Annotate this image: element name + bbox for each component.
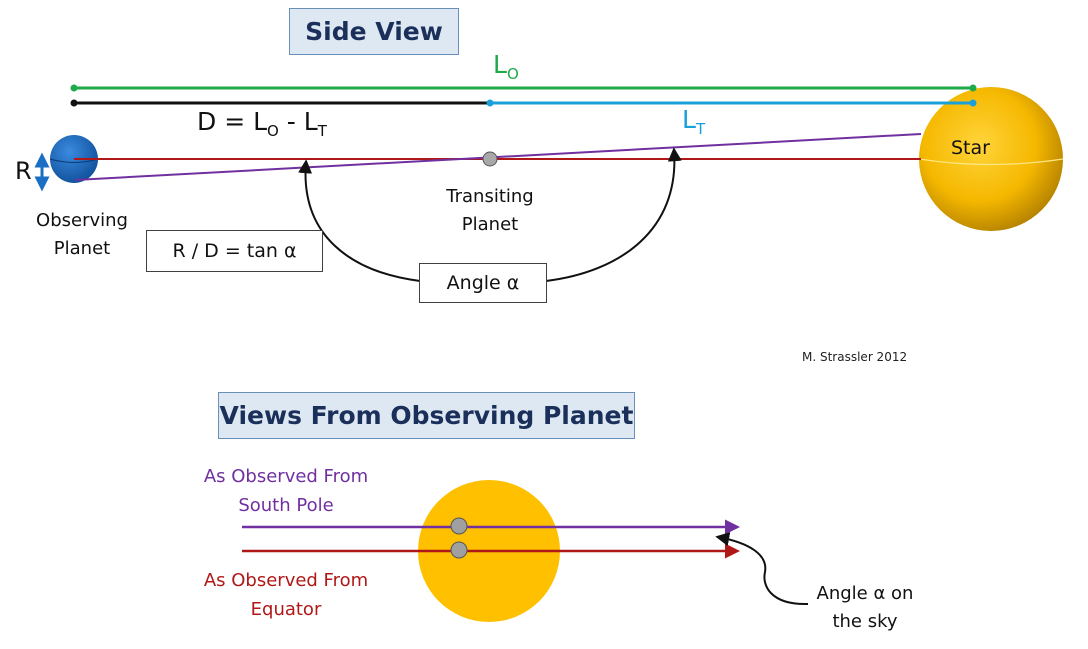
r-label: R: [15, 157, 32, 185]
transiting-planet-south-pole-view: [450, 517, 468, 535]
transiting-planet-label: Transiting Planet: [446, 186, 534, 235]
star-sphere: [919, 87, 1063, 231]
star-equator-line: [918, 158, 1064, 166]
equator-label: As Observed From Equator: [203, 570, 369, 620]
views-title: Views From Observing Planet: [218, 392, 635, 439]
d-equation: D = LO - LT: [197, 107, 327, 140]
south-pole-label: As Observed From South Pole: [203, 466, 369, 516]
sky-angle-label: Angle α on the sky: [816, 583, 914, 632]
lo-line-start-dot: [70, 84, 78, 92]
angle-arrow-right: [545, 147, 682, 282]
lt-line-start-dot: [486, 99, 494, 107]
angle-box: Angle α: [419, 263, 547, 303]
south-pole-sight-line: [74, 133, 922, 181]
d-line-start-dot: [70, 99, 78, 107]
lo-label: LO: [493, 50, 519, 83]
lt-line-end-dot: [969, 99, 977, 107]
observing-planet-equator: [49, 158, 99, 163]
observing-planet-label: Observing Planet: [36, 210, 128, 259]
star-label: Star: [951, 137, 990, 159]
side-view-title: Side View: [289, 8, 459, 55]
angle-arrow-left: [298, 159, 421, 282]
tan-formula-box: R / D = tan α: [146, 230, 323, 272]
lo-line-end-dot: [969, 84, 977, 92]
sky-angle-arrow: [715, 532, 809, 606]
transiting-planet-equator-view: [450, 541, 468, 559]
credit-text: M. Strassler 2012: [802, 350, 908, 364]
lt-label: LT: [682, 105, 706, 138]
transiting-planet: [482, 151, 498, 167]
